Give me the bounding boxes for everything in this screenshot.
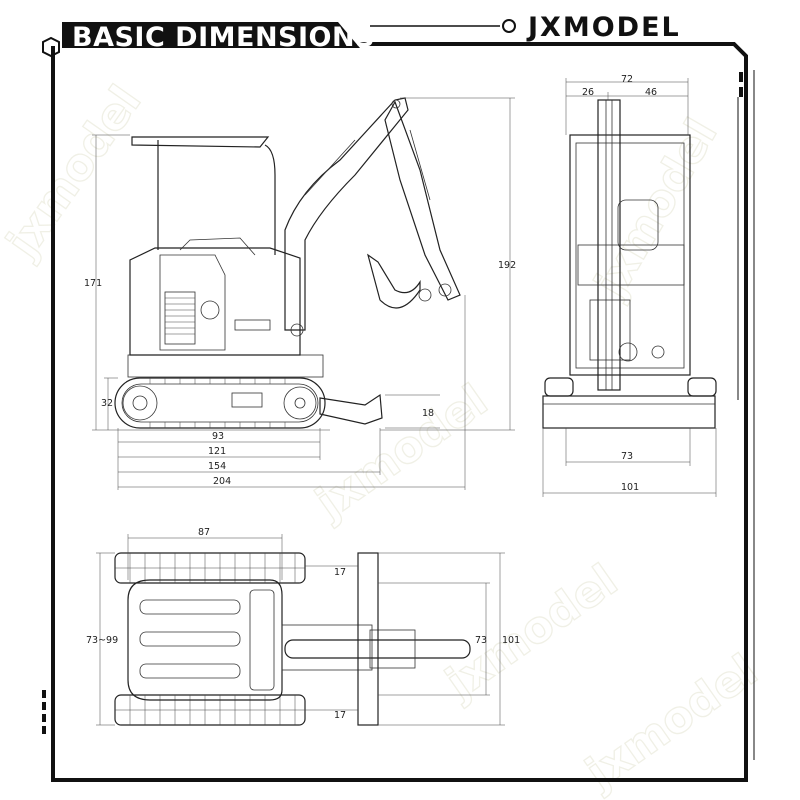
dim-track-height: 32 [101, 398, 113, 409]
top-boom-base [281, 624, 373, 671]
watermark-text: jxmodel [305, 375, 496, 530]
dim-track-length: 93 [212, 431, 224, 442]
circle-marker-icon [502, 19, 516, 33]
dim-track-span: 73 [475, 635, 487, 646]
front-track-right [687, 377, 717, 397]
side-arm [384, 100, 461, 301]
dim-blade-gap-top: 17 [334, 567, 346, 578]
top-body [127, 579, 283, 701]
filler-cap [200, 300, 220, 320]
watermark-text: jxmodel [0, 77, 151, 268]
dim-track-width: 73 [621, 451, 633, 462]
dim-body-length: 87 [198, 527, 210, 538]
header: BASIC DIMENSIONS JXMODEL [62, 12, 681, 53]
dim-height-max: 192 [498, 260, 516, 271]
canopy-roof [131, 136, 270, 148]
side-boom [284, 97, 409, 331]
front-track-left [544, 377, 574, 397]
top-view: 87 73~99 17 17 73 101 [86, 527, 520, 726]
dim-height-overall: 171 [84, 278, 102, 289]
sprocket-wheel [122, 385, 158, 421]
hexagon-icon [42, 36, 60, 58]
watermark-text: jxmodel [575, 645, 766, 800]
watermark-text: jxmodel [435, 555, 626, 710]
dim-width-left: 26 [582, 87, 594, 98]
dim-blade-height: 18 [422, 408, 434, 419]
side-view: 171 192 32 18 93 121 154 204 [84, 97, 516, 490]
frame [42, 36, 755, 782]
watermark-layer: jxmodel jxmodel jxmodel jxmodel jxmodel [0, 76, 767, 800]
side-dimension-lines [92, 97, 515, 490]
front-view: 72 26 46 73 101 [542, 74, 717, 497]
front-dimension-lines [542, 78, 717, 497]
top-dimension-lines [96, 534, 505, 726]
top-blade [357, 552, 379, 726]
front-canopy [569, 134, 691, 376]
engine-grille [164, 291, 196, 345]
page-title: BASIC DIMENSIONS [72, 22, 375, 53]
side-blade [319, 393, 383, 425]
idler-wheel [283, 386, 317, 420]
side-track [114, 377, 326, 429]
dim-blade-width: 101 [621, 482, 639, 493]
dim-blade-span: 101 [502, 635, 520, 646]
side-bucket [366, 253, 421, 309]
dim-width-right: 46 [645, 87, 657, 98]
dim-track-gauge: 73~99 [86, 635, 118, 646]
dim-width-overall: 72 [621, 74, 633, 85]
front-blade [542, 395, 716, 429]
dim-length-overall: 204 [213, 476, 231, 487]
dim-machine-length: 121 [208, 446, 226, 457]
brand-logo: JXMODEL [526, 12, 681, 43]
front-seat [617, 199, 659, 251]
dim-blade-gap-bottom: 17 [334, 710, 346, 721]
dim-machine-length-blade: 154 [208, 461, 226, 472]
side-body [129, 247, 301, 356]
